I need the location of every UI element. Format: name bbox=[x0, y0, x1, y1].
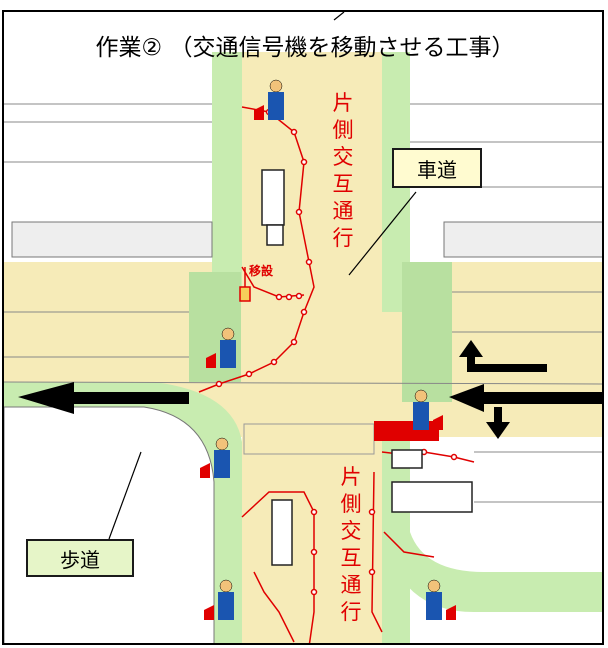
sidewalk-label: 歩道 bbox=[26, 539, 134, 577]
flagger-icon bbox=[200, 437, 230, 478]
arrow-left-icon bbox=[449, 384, 602, 412]
roadway-label-text: 車道 bbox=[417, 157, 457, 182]
relocation-label: 移設 bbox=[249, 264, 274, 278]
callout-line-sidewalk bbox=[108, 451, 142, 540]
one-way-label-bottom: 片側交互通行 bbox=[340, 465, 362, 624]
flagger-icon bbox=[426, 579, 456, 620]
callout-line-roadway bbox=[348, 191, 417, 276]
construction-vehicle-icon bbox=[261, 169, 473, 566]
flagger-icon bbox=[413, 389, 443, 430]
one-way-label-top: 片側交互通行 bbox=[332, 91, 354, 250]
crosswalk-right bbox=[402, 262, 452, 402]
page-title: 作業② （交通信号機を移動させる工事） bbox=[95, 35, 515, 61]
hatched-median-left bbox=[11, 221, 213, 258]
flagger-icon bbox=[204, 579, 234, 620]
flagger-icon bbox=[254, 79, 284, 120]
sidewalk-corner bbox=[382, 452, 602, 612]
arrow-left-icon bbox=[18, 382, 189, 414]
sidewalk-strip bbox=[212, 52, 242, 302]
diagram-frame: 作業② （交通信号機を移動させる工事） 車道 歩道 片側交互通行 片側交互通行 … bbox=[2, 10, 604, 645]
callout-line-top bbox=[333, 12, 345, 21]
hatched-median-right bbox=[443, 221, 602, 258]
barrier-red bbox=[374, 421, 439, 441]
flagger-icon bbox=[206, 327, 236, 368]
signal-pole-icon bbox=[239, 286, 251, 302]
roadway-label: 車道 bbox=[392, 148, 482, 188]
crosswalk-bottom bbox=[243, 423, 375, 455]
traffic-cone-icon bbox=[215, 108, 458, 596]
arrow-turn-icon bbox=[459, 340, 547, 439]
sidewalk-corner bbox=[4, 406, 215, 643]
sidewalk-label-text: 歩道 bbox=[60, 547, 100, 572]
